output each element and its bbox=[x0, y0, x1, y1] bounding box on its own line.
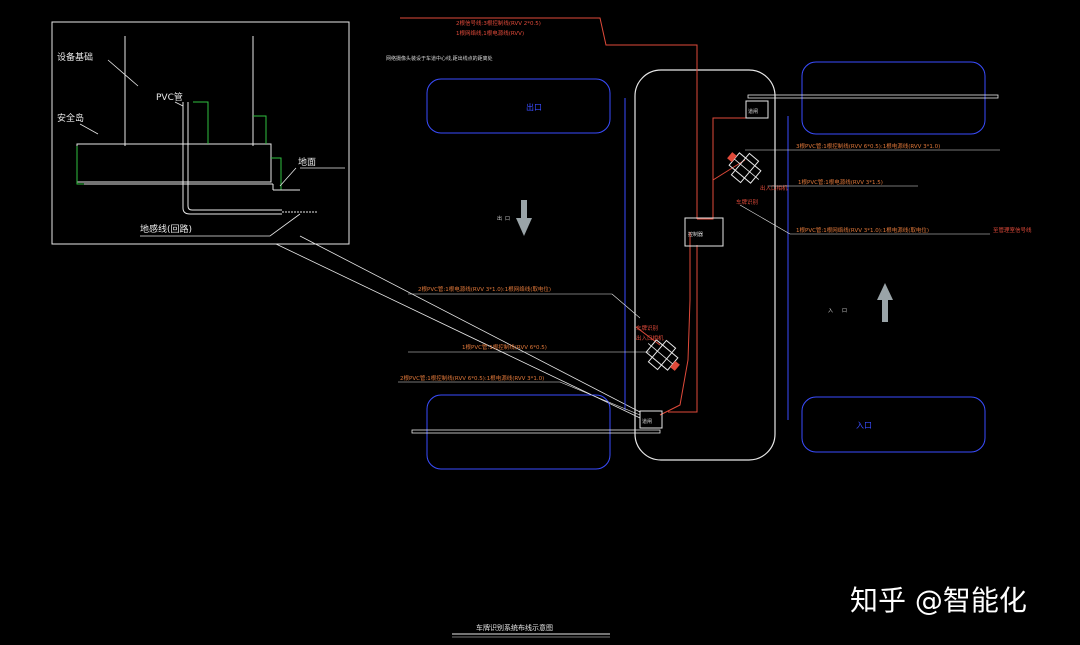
camera-right-label-b: 出入口相机 bbox=[760, 184, 788, 192]
exit-word: 出 bbox=[497, 215, 502, 222]
label-left-1: 2根PVC管:1根电源线(RVV 3*1.0):1根网络线(取电位) bbox=[418, 285, 551, 293]
camera-left-label-b: 出入口相机 bbox=[636, 334, 664, 342]
controller-label: 控制器 bbox=[688, 231, 703, 238]
lane-box-left-top bbox=[426, 78, 611, 134]
label-left-3: 2根PVC管:1根控制线(RVV 6*0.5):1根电源线(RVV 3*1.0) bbox=[400, 374, 544, 382]
lane-box-right-bottom bbox=[801, 396, 986, 453]
leader-pvc bbox=[174, 101, 184, 107]
safety-island-block bbox=[76, 143, 272, 183]
camera-left bbox=[645, 339, 680, 371]
central-island bbox=[634, 69, 776, 461]
label-ground: 地面 bbox=[298, 156, 316, 168]
label-right-1: 3根PVC管:1根控制线(RVV 6*0.5):1根电源线(RVV 3*1.0) bbox=[796, 142, 940, 150]
exit-dir: 口 bbox=[505, 216, 510, 222]
leader-ground bbox=[279, 167, 297, 187]
cable-right-camera bbox=[712, 159, 746, 181]
hatch-left bbox=[76, 146, 84, 185]
leader-l1-diag bbox=[611, 293, 641, 319]
leader-island bbox=[79, 123, 99, 135]
entry-word: 入 bbox=[828, 308, 833, 314]
pvc-pipe-outer bbox=[182, 102, 282, 215]
label-equipment-foundation: 设备基础 bbox=[57, 51, 93, 63]
cable-to-left-barrier bbox=[659, 232, 691, 416]
hatch-right-low bbox=[271, 157, 282, 190]
arrow-up-icon bbox=[877, 283, 893, 322]
barrier-gate-right-label: 道闸 bbox=[748, 108, 758, 115]
barrier-gate-right bbox=[745, 100, 769, 119]
note-install: 网络摄像头装设于车道中心线,距出线点的距离处 bbox=[386, 55, 493, 62]
label-left-2: 1根PVC管:1根控制线(RVV 6*0.5) bbox=[462, 343, 547, 351]
barrier-gate-left bbox=[639, 410, 663, 429]
leader-foundation bbox=[107, 59, 139, 87]
leader-r3-diag bbox=[739, 204, 791, 235]
camera-right bbox=[727, 152, 762, 184]
detail-leader-b bbox=[299, 235, 641, 413]
note-top-red-1: 2根信号线:3根控制线(RVV 2*0.5) bbox=[456, 19, 541, 27]
entry-dir: 口 bbox=[842, 308, 847, 314]
lane-label-entry: 入口 bbox=[856, 421, 872, 430]
cable-center-down bbox=[668, 245, 698, 413]
note-top-red-2: 1根网络线,1根电源线(RVV) bbox=[456, 29, 524, 37]
watermark: 知乎 @智能化 bbox=[850, 584, 1027, 617]
detail-frame bbox=[51, 21, 350, 245]
hatch-pvc-top bbox=[193, 101, 209, 144]
detail-leader-a bbox=[275, 243, 641, 419]
leader-loop bbox=[140, 213, 301, 237]
label-right-3: 1根PVC管:1根网络线(RVV 3*1.0):1根电源线(取电位) bbox=[796, 226, 929, 234]
barrier-gate-left-label: 道闸 bbox=[642, 418, 652, 425]
arrow-down-icon bbox=[516, 200, 532, 236]
drawing-title: 车牌识别系统布线示意图 bbox=[476, 623, 553, 632]
controller-box bbox=[684, 217, 724, 247]
cable-to-right-barrier bbox=[697, 117, 748, 220]
label-pvc-pipe: PVC管 bbox=[156, 91, 183, 103]
cable-left-camera bbox=[635, 326, 661, 346]
label-right-4: 至管理室信号线 bbox=[993, 226, 1032, 234]
camera-left-label-a: 车牌识别 bbox=[636, 324, 658, 332]
lane-label-exit: 出口 bbox=[526, 102, 542, 112]
label-right-2: 1根PVC管:1根电源线(RVV 3*1.5) bbox=[798, 178, 883, 186]
camera-right-label-a: 车牌识别 bbox=[736, 198, 758, 206]
barrier-arm-right bbox=[747, 94, 999, 99]
leader-l3-diag bbox=[559, 381, 641, 416]
detail-inset: 设备基础 安全岛 PVC管 地面 地感线(回路) bbox=[51, 21, 350, 245]
cable-top-feed bbox=[400, 17, 698, 219]
label-safety-island: 安全岛 bbox=[57, 112, 84, 124]
lane-box-left-bottom bbox=[426, 394, 611, 470]
barrier-arm-left bbox=[411, 429, 661, 434]
hatch-right-top bbox=[253, 115, 267, 144]
pvc-pipe-inner bbox=[187, 102, 282, 211]
label-ground-loop: 地感线(回路) bbox=[140, 223, 192, 235]
